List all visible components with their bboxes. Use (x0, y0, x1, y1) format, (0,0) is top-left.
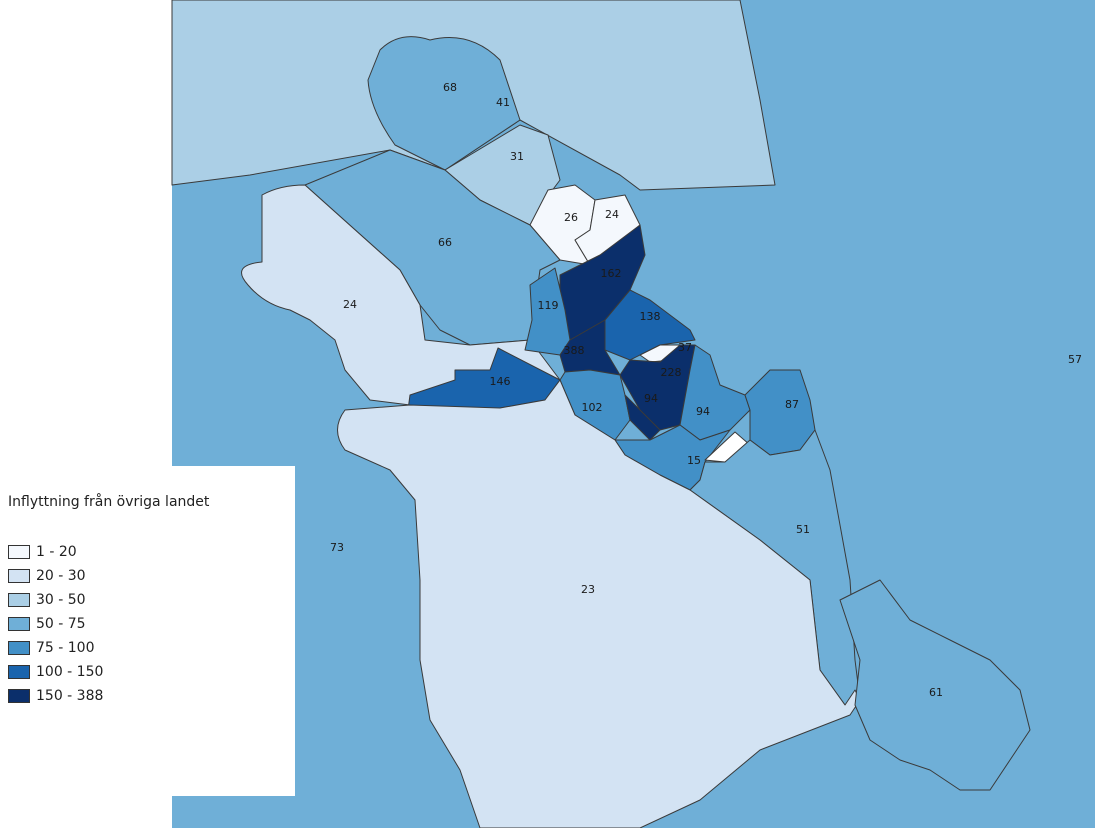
region-label-102: 102 (582, 401, 603, 414)
region-label-23: 23 (581, 583, 595, 596)
region-label-24-north: 24 (605, 208, 619, 221)
region-label-388: 388 (564, 344, 585, 357)
legend-label: 30 - 50 (36, 592, 86, 608)
legend-item-50-75: 50 - 75 (8, 615, 86, 633)
legend-item-20-30: 20 - 30 (8, 567, 86, 585)
region-label-87: 87 (785, 398, 799, 411)
region-label-61: 61 (929, 686, 943, 699)
region-label-57: 57 (1068, 353, 1082, 366)
region-label-24-west: 24 (343, 298, 357, 311)
region-label-228: 228 (661, 366, 682, 379)
legend-item-30-50: 30 - 50 (8, 591, 86, 609)
region-138 (604, 289, 696, 361)
legend-label: 100 - 150 (36, 664, 104, 680)
legend-swatch (8, 569, 30, 583)
region-label-146: 146 (490, 375, 511, 388)
region-label-68: 68 (443, 81, 457, 94)
legend-item-150-388: 150 - 388 (8, 687, 103, 705)
legend-label: 1 - 20 (36, 544, 77, 560)
region-label-162: 162 (601, 267, 622, 280)
legend-item-1-20: 1 - 20 (8, 543, 77, 561)
legend-swatch (8, 641, 30, 655)
region-24-west (241, 184, 561, 406)
legend-swatch (8, 665, 30, 679)
region-label-138: 138 (640, 310, 661, 323)
legend-label: 150 - 388 (36, 688, 104, 704)
legend-swatch (8, 593, 30, 607)
region-label-73: 73 (330, 541, 344, 554)
legend-item-75-100: 75 - 100 (8, 639, 95, 657)
region-label-26: 26 (564, 211, 578, 224)
region-label-41: 41 (496, 96, 510, 109)
region-label-94-east: 94 (696, 405, 710, 418)
legend-swatch (8, 689, 30, 703)
region-label-94-center: 94 (644, 392, 658, 405)
legend-swatch (8, 545, 30, 559)
legend-label: 75 - 100 (36, 640, 95, 656)
legend-item-100-150: 100 - 150 (8, 663, 103, 681)
region-label-37: 37 (678, 341, 692, 354)
legend-label: 20 - 30 (36, 568, 86, 584)
region-label-119: 119 (538, 299, 559, 312)
region-label-51: 51 (796, 523, 810, 536)
region-label-31: 31 (510, 150, 524, 163)
region-61 (839, 579, 1031, 791)
region-label-66: 66 (438, 236, 452, 249)
region-94-center (624, 394, 661, 441)
map-legend: Inflyttning från övriga landet 1 - 20 20… (0, 466, 295, 796)
region-23 (337, 379, 861, 828)
region-68 (367, 36, 521, 171)
legend-label: 50 - 75 (36, 616, 86, 632)
legend-title: Inflyttning från övriga landet (8, 494, 210, 510)
legend-swatch (8, 617, 30, 631)
region-label-15: 15 (687, 454, 701, 467)
